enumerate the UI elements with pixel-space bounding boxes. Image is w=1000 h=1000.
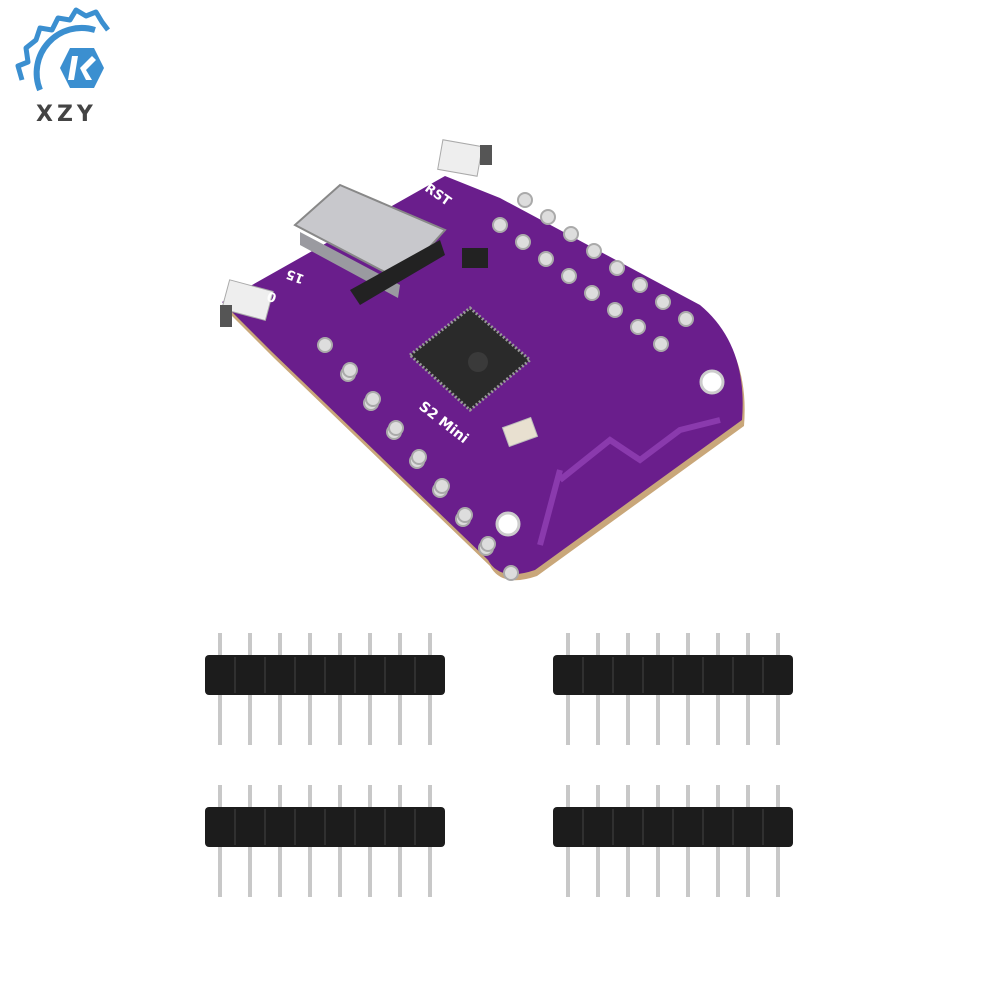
pin-hole <box>584 285 600 301</box>
pin-header <box>553 633 793 745</box>
pin-hole <box>540 209 556 225</box>
pin-holes <box>317 192 694 581</box>
pin-hole <box>517 192 533 208</box>
pin-header <box>205 633 445 745</box>
pin-hole <box>563 226 579 242</box>
pin-hole <box>607 302 623 318</box>
pin-headers <box>205 633 793 897</box>
pin-hole <box>630 319 646 335</box>
mount-hole <box>699 369 725 395</box>
pin-hole <box>678 311 694 327</box>
pin-hole <box>480 536 496 552</box>
pin-hole <box>538 251 554 267</box>
pin-hole <box>434 478 450 494</box>
pin-header <box>553 785 793 897</box>
pin-hole <box>342 362 358 378</box>
usb-c-port <box>293 183 447 305</box>
gear-icon <box>33 25 96 92</box>
boot-button <box>220 279 274 327</box>
pin-hole <box>457 507 473 523</box>
pin-hole <box>655 294 671 310</box>
rst-button <box>437 139 492 177</box>
pin15-label: 15 <box>284 266 306 286</box>
pin-hole <box>365 391 381 407</box>
antenna-trace <box>537 417 721 546</box>
pin-hole <box>609 260 625 276</box>
pin-hole <box>411 449 427 465</box>
pin-hole <box>317 337 333 353</box>
pin-header <box>205 785 445 897</box>
mount-hole <box>495 511 521 537</box>
pin-hole <box>388 420 404 436</box>
pin-hole <box>653 336 669 352</box>
esp32-chip <box>407 306 533 412</box>
logo-text: XZY <box>36 102 97 127</box>
pin-hole <box>492 217 508 233</box>
pin-hole <box>515 234 531 250</box>
pin-hole <box>503 565 519 581</box>
pin-hole <box>632 277 648 293</box>
brand-logo: XZY <box>15 7 110 127</box>
pin-hole <box>561 268 577 284</box>
esp32-s2-mini-board: RST 15 0 S2 Mini <box>220 139 745 581</box>
regulator <box>462 248 488 268</box>
pin-hole <box>586 243 602 259</box>
crystal <box>501 416 539 448</box>
